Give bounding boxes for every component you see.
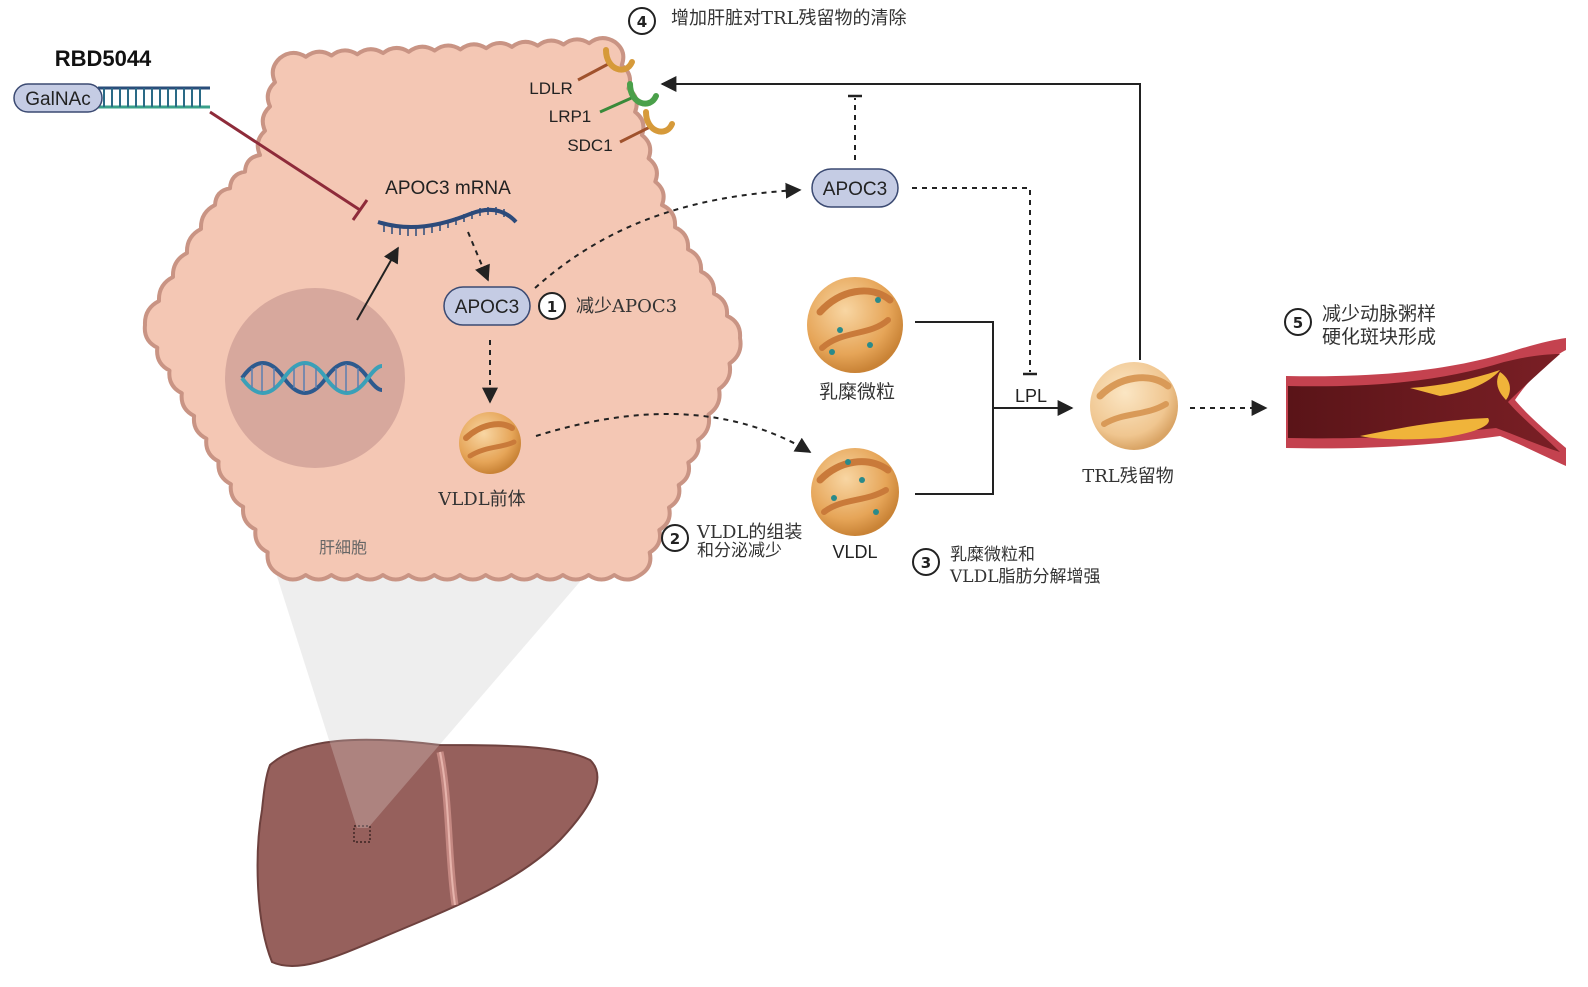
rbd5044-conjugate: RBD5044 GalNAc bbox=[13, 46, 210, 113]
vldl-secretion-arrow bbox=[535, 413, 812, 453]
step-1-number: 1 bbox=[547, 298, 557, 316]
artery-plaque-illustration bbox=[1286, 338, 1566, 466]
trl-remnant-particle bbox=[1090, 362, 1178, 450]
hepatocyte-label: 肝細胞 bbox=[319, 538, 367, 557]
dna-icon bbox=[240, 361, 383, 395]
vldl-particle bbox=[811, 448, 899, 536]
step-2-number: 2 bbox=[670, 530, 680, 548]
apoc3-intracellular-pill bbox=[443, 286, 531, 326]
step-2: 2 VLDL的组装 和分泌减少 bbox=[661, 522, 802, 561]
step-5-number: 5 bbox=[1293, 314, 1303, 332]
step-3-number: 3 bbox=[921, 554, 931, 572]
lpl-label: LPL bbox=[1015, 386, 1047, 406]
mrna-label: APOC3 mRNA bbox=[385, 178, 511, 199]
vldl-precursor-label: VLDL前体 bbox=[437, 489, 525, 510]
sdc1-receptor-icon bbox=[619, 109, 675, 144]
step-1-text: 减少APOC3 bbox=[576, 296, 677, 317]
chylomicron-label: 乳糜微粒 bbox=[819, 381, 895, 403]
lrp1-receptor-icon bbox=[599, 81, 659, 114]
step-2-text-line2: 和分泌减少 bbox=[697, 541, 782, 561]
ldlr-receptor-icon bbox=[577, 47, 635, 82]
step-4-text: 增加肝脏对TRL残留物的清除 bbox=[671, 8, 907, 29]
step-3-text-line1: 乳糜微粒和 bbox=[950, 545, 1035, 565]
liver-illustration bbox=[256, 738, 599, 967]
galnac-pill bbox=[13, 83, 103, 113]
galnac-label: GalNAc bbox=[25, 89, 90, 110]
step-5: 5 减少动脉粥样 硬化斑块形成 bbox=[1284, 303, 1436, 348]
step-4: 4 增加肝脏对TRL残留物的清除 bbox=[628, 7, 907, 35]
step-3: 3 乳糜微粒和 VLDL脂肪分解增强 bbox=[912, 545, 1101, 587]
step-5-text-line2: 硬化斑块形成 bbox=[1322, 326, 1436, 348]
vldl-precursor-particle bbox=[459, 412, 521, 474]
step-2-text-line1: VLDL的组装 bbox=[696, 522, 802, 543]
receptor-ldlr: LDLR bbox=[529, 79, 572, 98]
step-5-text-line1: 减少动脉粥样 bbox=[1322, 303, 1436, 325]
vldl-label: VLDL bbox=[832, 542, 877, 562]
mrna-strand-icon bbox=[377, 207, 518, 236]
drug-name: RBD5044 bbox=[55, 46, 152, 71]
zoom-square bbox=[353, 825, 371, 843]
receptor-lrp1: LRP1 bbox=[549, 107, 592, 126]
apoc3-plasma-label: APOC3 bbox=[823, 179, 887, 200]
step-4-number: 4 bbox=[637, 13, 647, 31]
apoc3-intracellular-label: APOC3 bbox=[455, 297, 519, 318]
nucleus bbox=[225, 288, 405, 468]
step-3-text-line2: VLDL脂肪分解增强 bbox=[949, 567, 1101, 587]
chylomicron-particle bbox=[807, 277, 903, 373]
translation-arrow bbox=[467, 231, 490, 282]
transcription-arrow bbox=[356, 246, 399, 321]
apoc3-secretion-arrow bbox=[534, 182, 802, 289]
inhibition-line-rbd5044 bbox=[209, 110, 361, 212]
lipolysis-bracket bbox=[915, 321, 994, 495]
remnant-clearance-arrow bbox=[660, 76, 1141, 360]
step-1: 1 减少APOC3 bbox=[538, 292, 677, 320]
trl-remnant-label: TRL残留物 bbox=[1082, 466, 1174, 487]
apoc3-inhibit-lpl bbox=[912, 187, 1031, 372]
sirna-duplex-icon bbox=[98, 86, 210, 109]
receptor-sdc1: SDC1 bbox=[567, 136, 612, 155]
apoc3-plasma-pill bbox=[811, 168, 899, 208]
